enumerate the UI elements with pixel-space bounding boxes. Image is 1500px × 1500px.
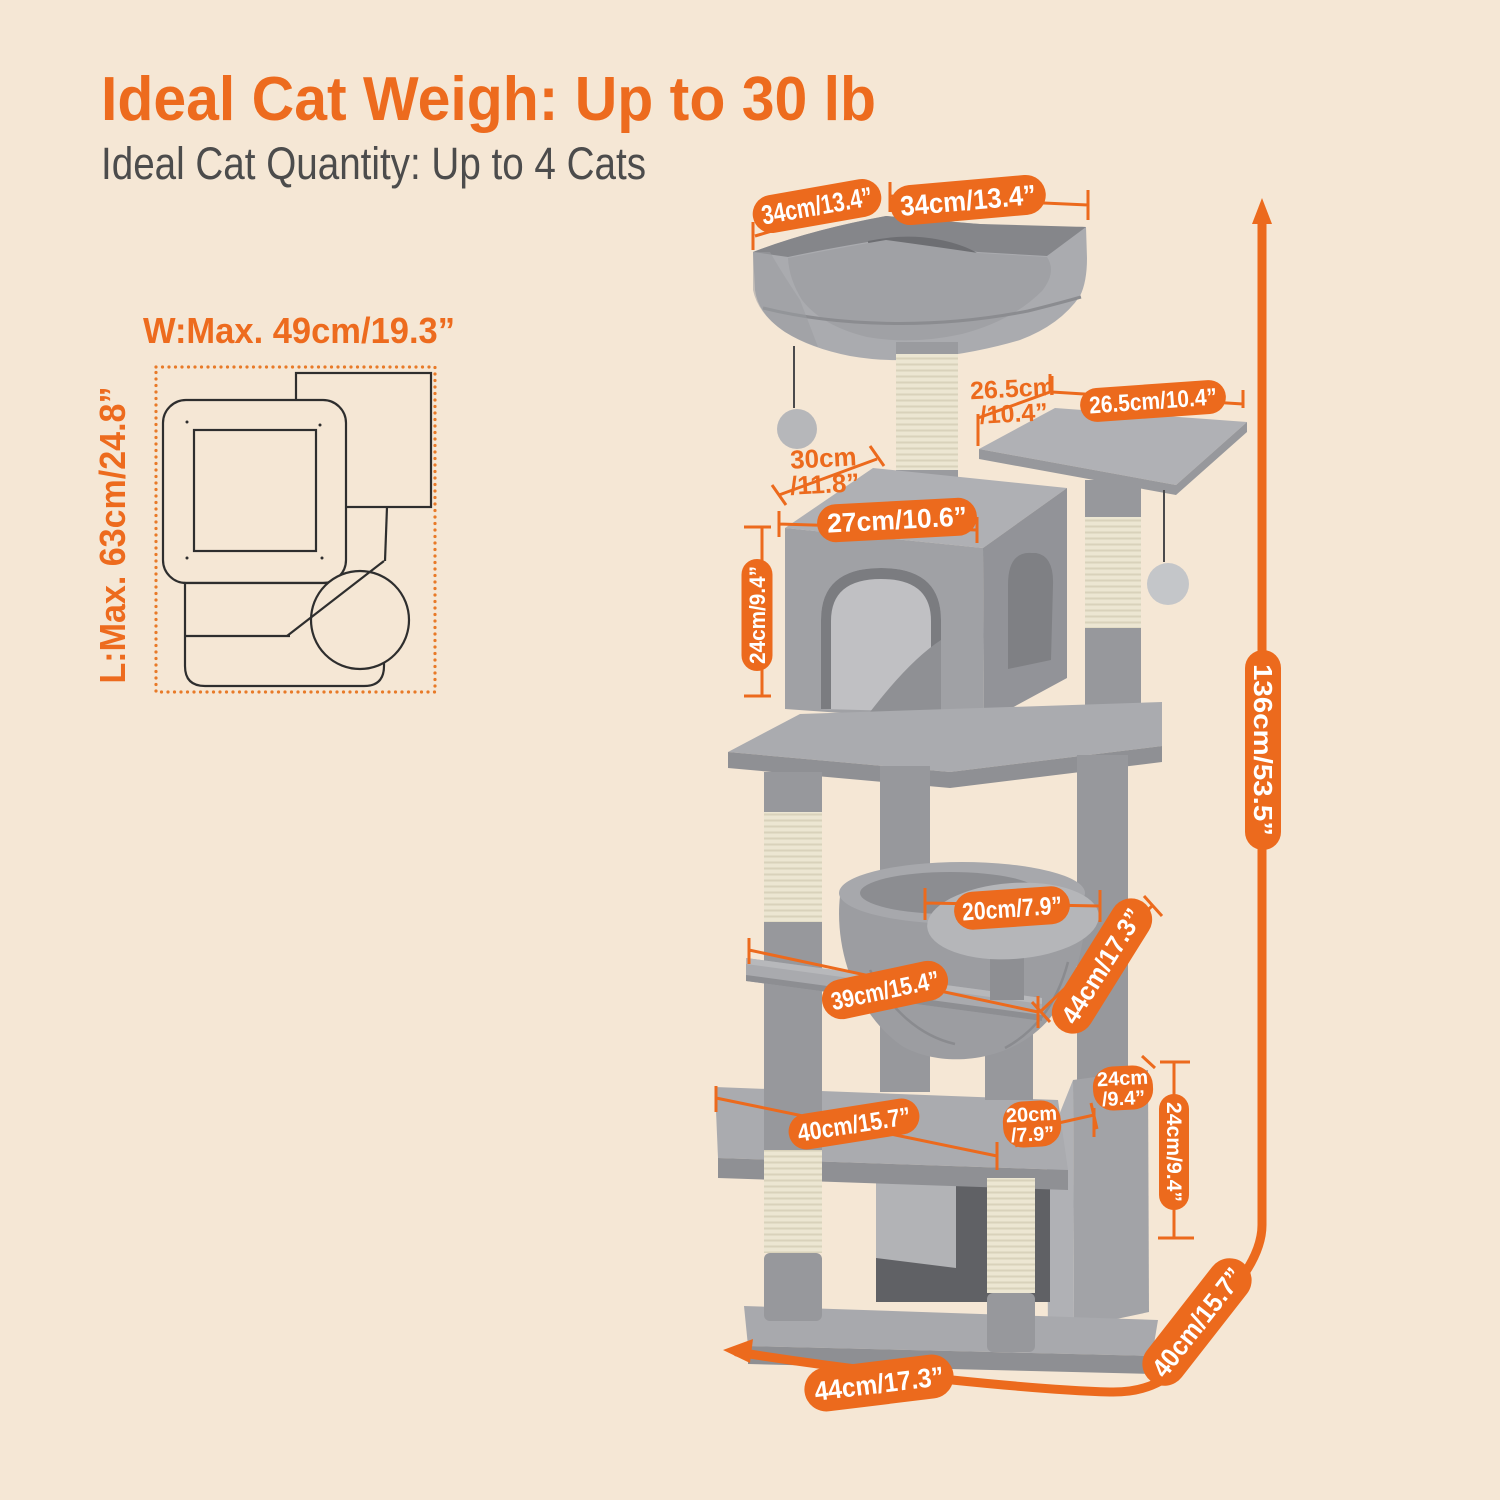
- svg-text:26.5cm: 26.5cm: [969, 373, 1055, 405]
- svg-text:24cm: 24cm: [1096, 1067, 1148, 1092]
- svg-text:/9.4”: /9.4”: [1101, 1087, 1145, 1111]
- svg-text:Ideal Cat Weigh: Up to 30 lb: Ideal Cat Weigh: Up to 30 lb: [101, 65, 876, 134]
- svg-text:24cm/9.4”: 24cm/9.4”: [745, 566, 770, 664]
- svg-text:20cm/7.9”: 20cm/7.9”: [961, 892, 1063, 927]
- svg-text:/11.8”: /11.8”: [789, 467, 860, 501]
- svg-text:/10.4”: /10.4”: [979, 398, 1048, 430]
- svg-text:Ideal Cat Quantity: Up to 4 Ca: Ideal Cat Quantity: Up to 4 Cats: [101, 138, 646, 189]
- svg-text:24cm/9.4”: 24cm/9.4”: [1162, 1102, 1185, 1202]
- svg-text:30cm: 30cm: [789, 441, 857, 474]
- svg-text:20cm: 20cm: [1005, 1103, 1057, 1128]
- svg-text:136cm/53.5”: 136cm/53.5”: [1248, 664, 1278, 836]
- svg-text:L:Max. 63cm/24.8”: L:Max. 63cm/24.8”: [92, 387, 133, 684]
- svg-text:27cm/10.6”: 27cm/10.6”: [826, 501, 967, 538]
- svg-text:/7.9”: /7.9”: [1010, 1123, 1054, 1147]
- svg-text:W:Max. 49cm/19.3”: W:Max. 49cm/19.3”: [143, 310, 455, 351]
